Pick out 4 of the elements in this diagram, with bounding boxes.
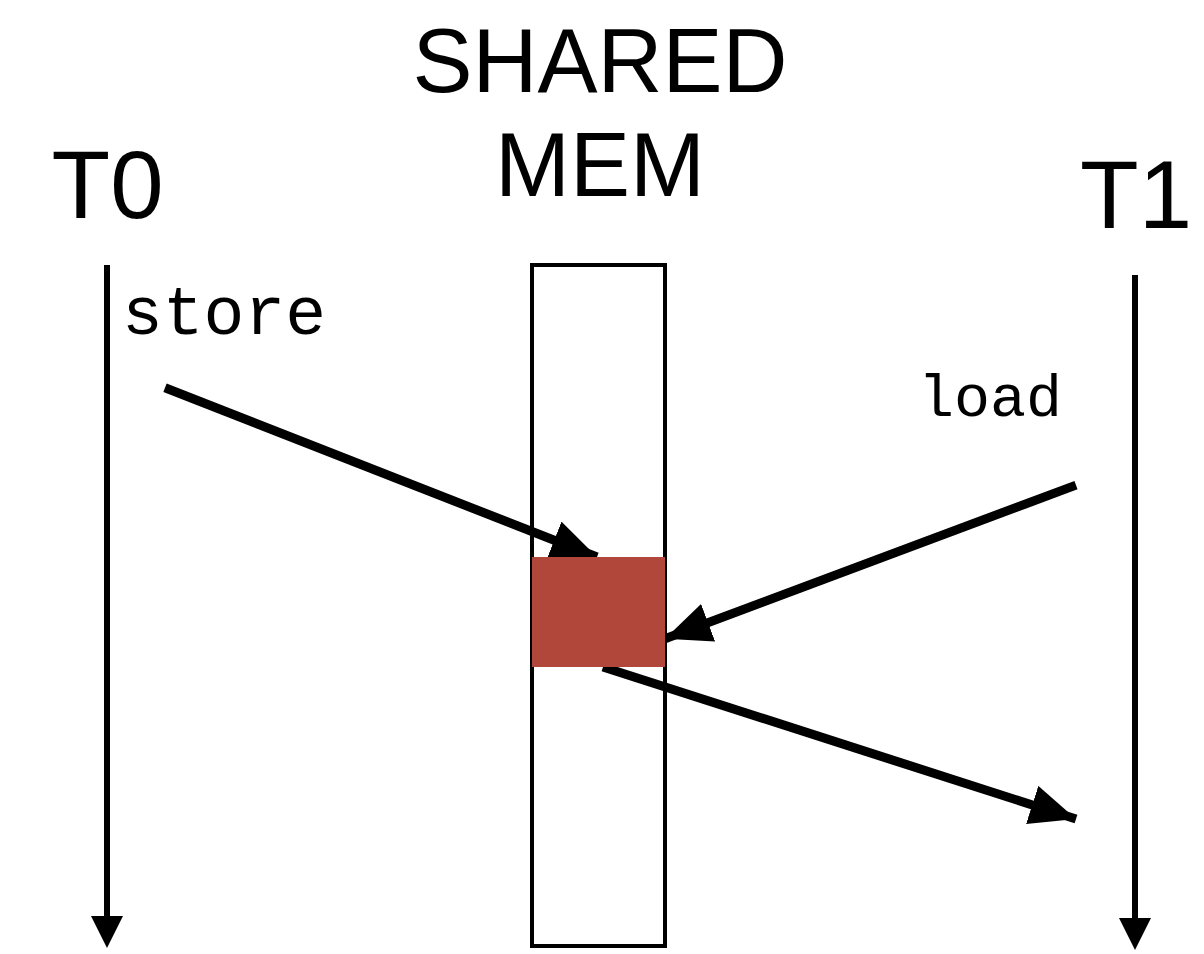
thread-label: T1 [1079,140,1193,250]
memory-title: SHARED MEM [411,10,789,217]
memory-cell [532,557,665,667]
thread-label: T0 [50,130,165,240]
